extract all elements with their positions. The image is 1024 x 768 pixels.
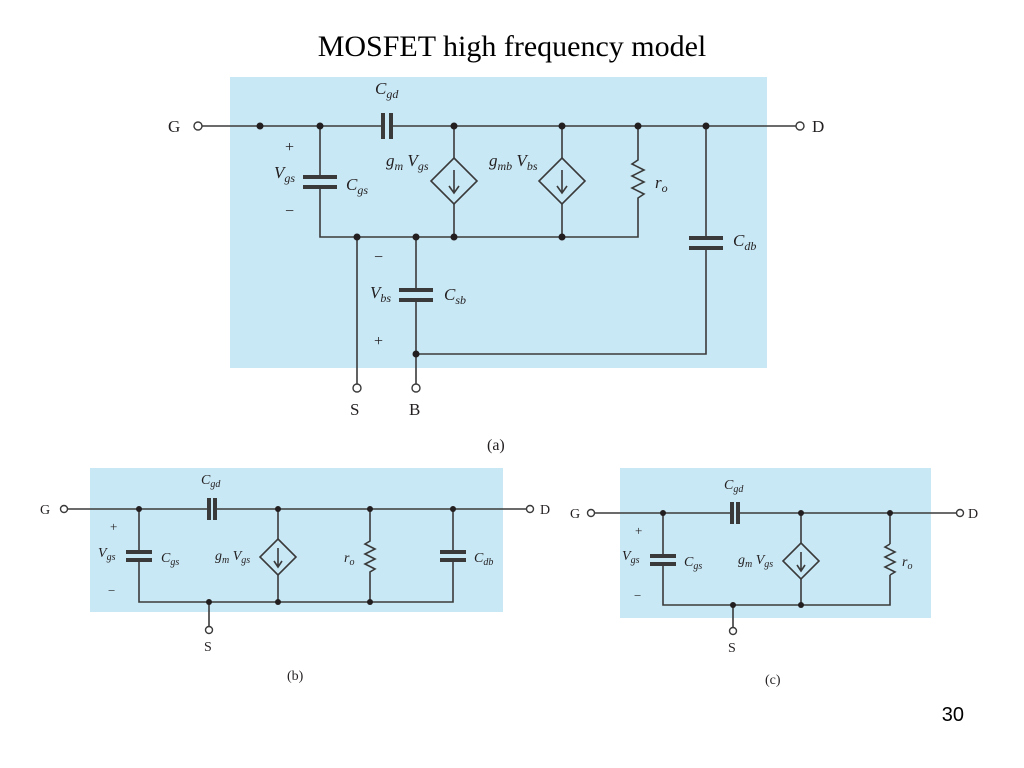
circuit-a-gmb-arrow-icon [556, 170, 568, 195]
circuit-c-ro-resistor [883, 543, 897, 576]
circuit-b-vgs-plus: + [110, 519, 117, 534]
circuit-c-gate-label: G [570, 507, 580, 522]
circuit-a-body-label: B [409, 400, 420, 419]
circuit-c-cgs-label: Cgs [684, 555, 702, 572]
circuit-b-background [90, 468, 503, 612]
circuit-a-cgd-capacitor [381, 113, 393, 139]
circuit-c: Cgd G D Cgs Vgs + − gm Vgs ro S [570, 468, 978, 688]
circuit-c-loop [662, 513, 891, 606]
circuit-b-ro-resistor [363, 509, 377, 602]
circuit-a-gmb-label: gmb Vbs [489, 151, 538, 173]
circuit-a-cgs-capacitor [303, 175, 337, 189]
circuit-c-vgs-label: Vgs [622, 549, 640, 566]
circuit-a-ro-label: ro [655, 173, 668, 195]
circuit-a-cdb-capacitor [689, 236, 723, 250]
circuit-c-cgs-capacitor [650, 554, 676, 566]
circuit-c-gm-label: gm Vgs [738, 553, 773, 570]
circuit-b-cdb-label: Cdb [474, 551, 493, 568]
circuit-b-cdb-capacitor [440, 550, 466, 562]
circuit-a-ro-resistor [630, 126, 646, 202]
circuit-b-gate-label: G [40, 503, 50, 518]
circuit-a-vgs-minus: − [285, 203, 294, 220]
circuit-c-drain-label: D [968, 507, 978, 522]
page-number: 30 [941, 704, 964, 726]
circuit-c-background [620, 468, 931, 618]
circuit-c-cgd-capacitor [730, 502, 740, 524]
circuit-a-csb-label: Csb [444, 285, 466, 307]
circuit-b-drain-terminal [525, 504, 535, 514]
circuit-a-gm-source [429, 156, 479, 206]
circuit-a-gate-terminal [193, 121, 203, 131]
circuit-a-drain-label: D [812, 117, 824, 136]
circuit-b-vgs-label: Vgs [98, 546, 116, 563]
circuit-a-source-terminal [352, 383, 362, 393]
circuit-a-vbs-plus: + [374, 333, 383, 350]
circuit-a-background [230, 77, 767, 368]
circuit-c-vgs-minus: − [634, 588, 641, 603]
circuit-a-cgd-label: Cgd [375, 79, 399, 101]
circuit-a-vgs-label: Vgs [274, 163, 295, 185]
circuit-a-cdb-label: Cdb [733, 231, 756, 253]
circuit-a-gate-label: G [168, 117, 180, 136]
circuit-a-cgs-label: Cgs [346, 175, 368, 197]
circuit-b-gm-source [258, 537, 298, 577]
circuit-c-caption: (c) [765, 673, 781, 688]
circuit-a-gm-label: gm Vgs [386, 151, 429, 173]
circuit-a-cdb-branch [416, 126, 707, 355]
circuit-b-source-label: S [204, 640, 212, 655]
circuit-b-vgs-minus: − [108, 583, 115, 598]
circuit-b-gm-arrow-icon [273, 548, 283, 569]
circuit-c-vgs-plus: + [635, 523, 642, 538]
circuit-a-body-terminal [411, 383, 421, 393]
circuit-b-source-terminal [204, 625, 214, 635]
circuit-a-csb-capacitor [399, 288, 433, 302]
circuit-a-caption: (a) [487, 437, 505, 454]
circuit-b-cgd-capacitor [207, 498, 217, 520]
circuit-a-vbs-minus: − [374, 249, 383, 266]
circuit-b-loop [138, 509, 454, 603]
circuit-c-cgd-label: Cgd [724, 478, 744, 495]
circuit-a-drain-terminal [795, 121, 805, 131]
circuit-c-gate-terminal [586, 508, 596, 518]
circuit-b-gate-terminal [59, 504, 69, 514]
slide-title: MOSFET high frequency model [317, 30, 707, 63]
circuit-a: Cgd G D Cgs Vgs + − gm Vgs gmb Vbs [168, 77, 824, 454]
circuit-b-cgd-label: Cgd [201, 473, 221, 490]
circuit-a-vbs-label: Vbs [370, 283, 391, 305]
circuit-c-source-label: S [728, 641, 736, 656]
circuit-a-gm-arrow-icon [448, 170, 460, 195]
circuit-a-gmb-source [537, 156, 587, 206]
circuit-b-caption: (b) [287, 669, 304, 684]
circuit-b-cgs-label: Cgs [161, 551, 179, 568]
circuit-a-source-label: S [350, 400, 359, 419]
circuit-a-cgs-branch [319, 126, 639, 238]
circuit-b-drain-label: D [540, 503, 550, 518]
circuit-a-junction-dots [256, 122, 710, 358]
circuit-c-gm-arrow-icon [796, 552, 806, 573]
circuit-b-cgs-capacitor [126, 550, 152, 562]
circuit-b-gm-label: gm Vgs [215, 549, 250, 566]
circuit-a-vgs-plus: + [285, 139, 294, 156]
circuit-b-junction-dots [136, 506, 456, 605]
circuit-c-gm-source [781, 541, 821, 581]
circuit-b-ro-label: ro [344, 551, 354, 568]
circuit-c-junction-dots [660, 510, 893, 608]
circuit-b: Cgd G D Cgs Vgs + − gm Vgs ro Cdb [40, 468, 550, 684]
circuit-c-ro-label: ro [902, 555, 912, 572]
circuit-c-drain-terminal [955, 508, 965, 518]
circuit-c-source-terminal [728, 626, 738, 636]
